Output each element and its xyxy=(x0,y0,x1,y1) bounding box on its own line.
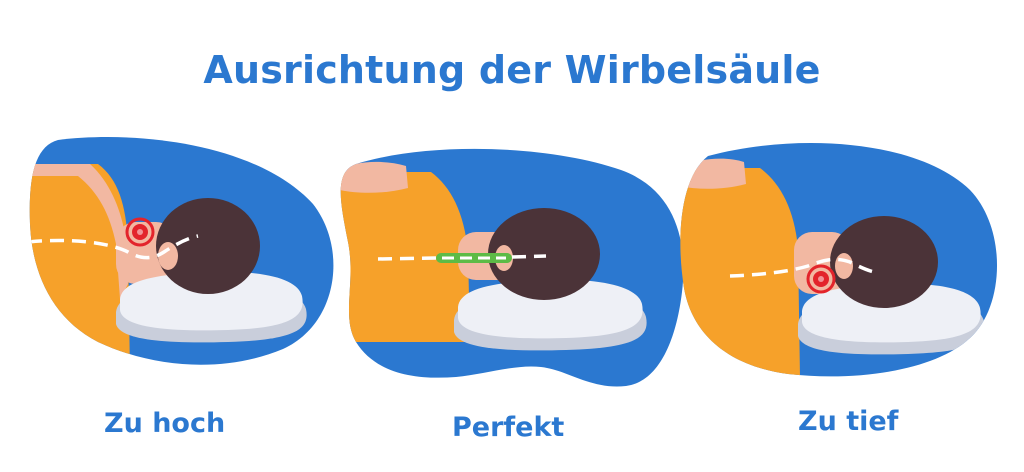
ear xyxy=(158,242,178,270)
neck-skin xyxy=(29,164,128,299)
pain-marker-icon xyxy=(125,217,155,247)
head-hair xyxy=(156,198,260,294)
shoulder-skin xyxy=(680,158,746,189)
spine-line xyxy=(29,234,199,260)
aligned-spine-icon xyxy=(436,253,512,263)
caption-too-low: Zu tief xyxy=(798,406,899,437)
spine-line xyxy=(729,257,875,278)
pillow xyxy=(458,279,643,339)
spine-line xyxy=(377,254,547,261)
caption-perfect: Perfekt xyxy=(452,412,565,443)
head-hair xyxy=(830,216,938,308)
ear xyxy=(835,253,853,279)
shoulder-skin xyxy=(340,161,408,193)
caption-too-high: Zu hoch xyxy=(104,408,226,439)
page-title: Ausrichtung der Wirbelsäule xyxy=(203,48,821,92)
panel-perfect xyxy=(340,148,684,387)
panel-too-low xyxy=(680,142,998,377)
pain-marker-icon xyxy=(806,264,836,294)
shirt xyxy=(29,164,130,365)
shirt xyxy=(680,168,800,377)
head-hair xyxy=(488,208,600,300)
pillow xyxy=(120,271,303,331)
pillow xyxy=(802,283,981,343)
panel-too-high xyxy=(29,137,334,365)
